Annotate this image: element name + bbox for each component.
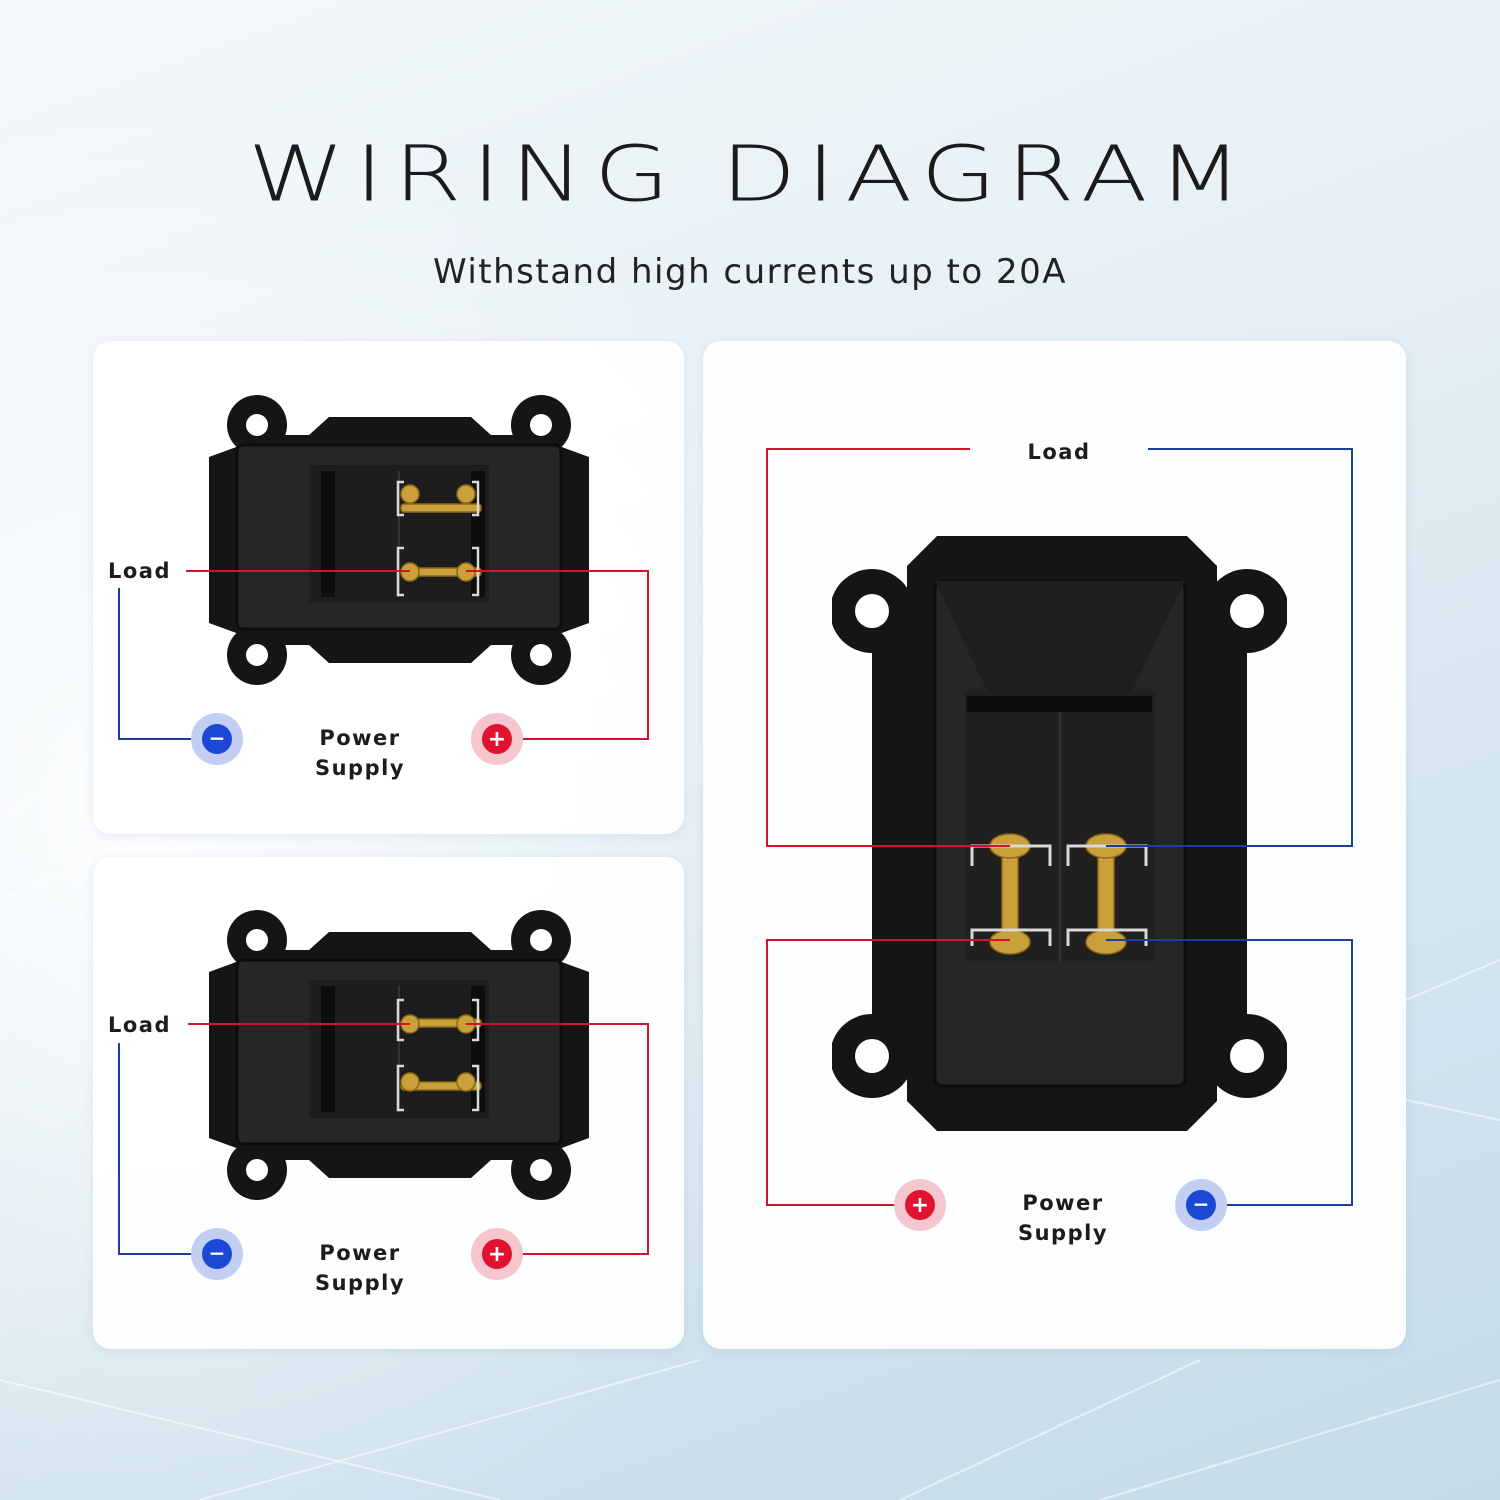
connector-housing — [209, 910, 589, 1200]
load-label: Load — [108, 1013, 172, 1037]
supply-negative-wire — [118, 1043, 217, 1255]
power-supply-label: Power Supply — [1017, 1191, 1109, 1245]
supply-positive-wire — [466, 570, 649, 740]
diagram-right: + − — [766, 448, 1353, 1231]
load-label: Load — [1027, 440, 1091, 464]
diagram-bottom-left: − + — [118, 910, 649, 1280]
load-label: Load — [108, 559, 172, 583]
positive-symbol: + — [488, 727, 506, 752]
supply-positive-wire — [766, 939, 1010, 1206]
power-supply-label: Power Supply — [314, 1241, 406, 1295]
positive-terminal-icon: + — [471, 1228, 523, 1280]
negative-terminal-icon: − — [1175, 1179, 1227, 1231]
supply-positive-wire — [466, 1023, 649, 1255]
positive-symbol: + — [911, 1193, 929, 1218]
terminal-block — [396, 998, 482, 1112]
positive-terminal-icon: + — [894, 1179, 946, 1231]
diagram-top-left: − + — [118, 395, 649, 765]
supply-negative-wire — [118, 588, 217, 740]
negative-symbol: − — [209, 726, 226, 750]
load-positive-wire — [766, 448, 1010, 847]
negative-terminal-icon: − — [191, 713, 243, 765]
connector-housing — [832, 536, 1287, 1133]
page-title: WIRING DIAGRAM — [247, 130, 1253, 220]
power-supply-label: Power Supply — [314, 726, 406, 780]
load-negative-wire — [1106, 448, 1353, 847]
negative-terminal-icon: − — [191, 1228, 243, 1280]
page-subtitle: Withstand high currents up to 20A — [432, 252, 1068, 292]
connector-housing — [209, 395, 589, 685]
supply-negative-wire — [1106, 939, 1353, 1206]
positive-symbol: + — [488, 1242, 506, 1267]
positive-terminal-icon: + — [471, 713, 523, 765]
terminal-block — [396, 480, 482, 597]
negative-symbol: − — [209, 1241, 226, 1265]
negative-symbol: − — [1193, 1192, 1210, 1216]
